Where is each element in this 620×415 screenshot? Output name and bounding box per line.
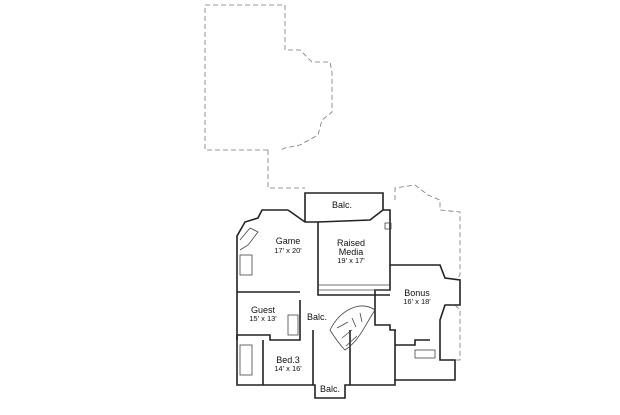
room-label-raised: Raised	[337, 238, 365, 248]
room-size-game: 17' x 20'	[274, 246, 302, 255]
room-size-bonus: 16' x 18'	[403, 297, 431, 306]
room-label-game: Game	[276, 236, 301, 246]
room-label-balcony-middle: Balc.	[307, 312, 327, 322]
room-size-media: 19' x 17'	[337, 256, 365, 265]
room-label-guest: Guest	[251, 305, 276, 315]
room-label-bed3: Bed.3	[276, 355, 300, 365]
stairs	[239, 222, 436, 376]
room-size-guest: 15' x 13'	[249, 314, 277, 323]
room-label-bonus: Bonus	[404, 288, 430, 298]
room-label-balcony-bottom: Balc.	[320, 384, 340, 394]
room-label-balcony-top: Balc.	[332, 200, 352, 210]
room-size-bed3: 14' x 16'	[274, 364, 302, 373]
room-label-media: Media	[339, 247, 364, 257]
dashed-lower-level-outline	[204, 4, 461, 361]
